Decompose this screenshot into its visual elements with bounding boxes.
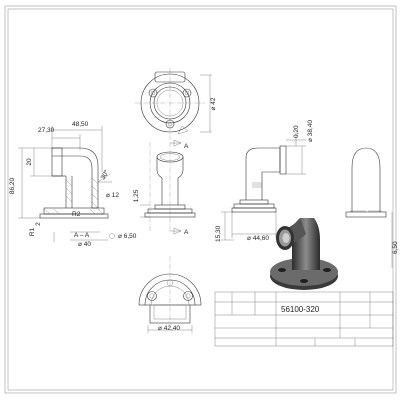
dim-0-20: 0,20 [293,125,300,138]
front-view [140,139,196,235]
dim-30deg: 30° [99,168,111,181]
dim-15-30: 15,30 [215,225,222,242]
rear-view [345,147,393,268]
dim-d38-40: ⌀ 38,40 [307,120,314,142]
title-block [214,291,394,347]
dim-d44-60: ⌀ 44,60 [247,235,269,242]
top-view [135,68,212,140]
dim-d12: ⌀ 12 [106,192,119,199]
sheet-inner-frame [7,8,394,391]
hole-symbol [109,233,115,239]
dim-2: 2 [35,222,42,226]
dim-d42: ⌀ 42 [210,97,217,110]
section-arrow-a-top: A [184,143,189,150]
dim-d6-50-left: ⌀ 6,50 [118,233,137,240]
dim-r1: R1 [29,227,36,236]
dim-d40: ⌀ 40 [78,241,91,248]
section-view-left [18,126,112,242]
dim-86-20: 86,20 [9,177,16,194]
sheet-frame [4,5,397,394]
dim-1-25: 1,25 [133,189,140,202]
dim-48-50: 48,50 [72,121,89,128]
part-number: 56100-320 [281,305,320,314]
dim-20: 20 [26,158,33,166]
dim-27-30: 27,30 [38,127,55,134]
section-arrow-a-bottom: A [184,229,189,236]
section-label-a-a: A – A [74,232,90,239]
bottom-view [138,256,202,333]
isometric-render [270,218,338,290]
dim-6-50-right: 6,50 [392,241,399,254]
dim-d42-40: ⌀ 42,40 [158,325,180,332]
side-view [221,132,306,241]
dim-r2: R2 [72,211,81,218]
